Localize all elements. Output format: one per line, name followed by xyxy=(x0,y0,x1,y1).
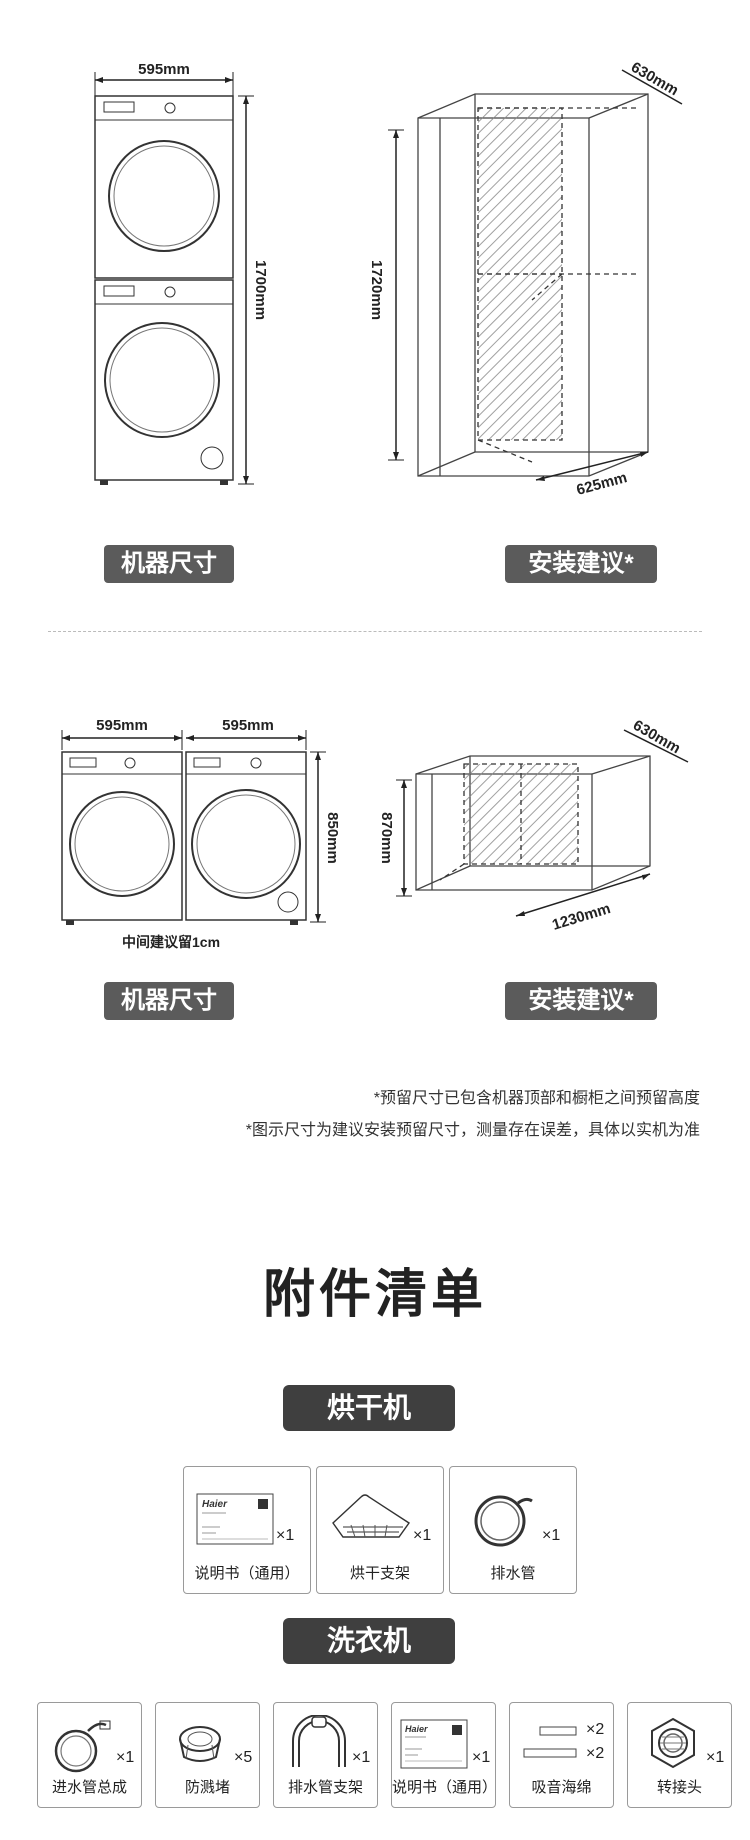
washer-section-label: 洗衣机 xyxy=(283,1618,455,1664)
washer-qty-1: ×1 xyxy=(116,1749,135,1766)
side-by-side-diagram: 595mm 595mm 850mm 中间建议留1cm 8 xyxy=(61,717,689,950)
washer-qty-4: ×1 xyxy=(472,1749,491,1766)
adapter-icon xyxy=(651,1717,695,1769)
washer-label-5: 吸音海绵 xyxy=(531,1779,592,1796)
washer-qty-5a: ×2 xyxy=(586,1721,605,1738)
top-height-label: 1700mm xyxy=(252,260,269,320)
dryer-item-drain: ×1 排水管 xyxy=(449,1466,577,1594)
drain-hose-icon xyxy=(474,1495,533,1547)
splash-plug-icon xyxy=(179,1726,221,1762)
dryer-qty-1: ×1 xyxy=(276,1527,295,1544)
install-advice-pill-2: 安装建议* xyxy=(505,982,657,1020)
washer-item-bracket: ×1 排水管支架 xyxy=(273,1702,378,1808)
dryer-qty-2: ×1 xyxy=(413,1527,432,1544)
inlet-hose-icon xyxy=(54,1720,111,1773)
manual-icon: Haier xyxy=(400,1719,468,1769)
low-cabinet-height-label: 870mm xyxy=(378,812,395,864)
washer-label-4: 说明书（通用） xyxy=(392,1779,498,1796)
cabinet-width-label: 625mm xyxy=(575,469,629,499)
manual-brand: Haier xyxy=(202,1499,228,1510)
washer-label-2: 防溅堵 xyxy=(184,1779,230,1796)
note-1: *预留尺寸已包含机器顶部和橱柜之间预留高度 xyxy=(373,1090,700,1107)
width-right-label: 595mm xyxy=(222,717,274,734)
cabinet-height-label: 1720mm xyxy=(368,260,385,320)
gap-note: 中间建议留1cm xyxy=(122,934,220,950)
top-width-label: 595mm xyxy=(138,61,190,78)
washer-label-6: 转接头 xyxy=(656,1779,702,1796)
washer-qty-3: ×1 xyxy=(352,1749,371,1766)
dryer-item-rack: ×1 烘干支架 xyxy=(316,1466,444,1594)
washer-qty-2: ×5 xyxy=(234,1749,253,1766)
machine-size-pill-2: 机器尺寸 xyxy=(104,982,234,1020)
drying-rack-icon xyxy=(332,1494,410,1538)
machine-size-pill: 机器尺寸 xyxy=(104,545,234,583)
bottom-height-label: 850mm xyxy=(324,812,341,864)
washer-item-sponge: ×2 ×2 吸音海绵 xyxy=(509,1702,614,1808)
dryer-label-2: 烘干支架 xyxy=(349,1565,410,1582)
stacked-machine-diagram: 595mm 1700mm xyxy=(94,59,683,499)
washer-qty-6: ×1 xyxy=(706,1749,725,1766)
note-2: *图示尺寸为建议安装预留尺寸，测量存在误差，具体以实机为准 xyxy=(245,1122,700,1139)
manual-brand-2: Haier xyxy=(405,1724,428,1734)
width-left-label: 595mm xyxy=(96,717,148,734)
washer-item-manual: Haier ×1 说明书（通用） xyxy=(391,1702,498,1808)
manual-icon: Haier xyxy=(196,1493,274,1545)
dryer-label-1: 说明书（通用） xyxy=(194,1565,300,1582)
dryer-qty-3: ×1 xyxy=(542,1527,561,1544)
cabinet-depth-label: 630mm xyxy=(628,59,681,100)
drain-bracket-icon xyxy=(292,1715,346,1767)
washer-item-adapter: ×1 转接头 xyxy=(627,1702,732,1808)
low-cabinet-width-label: 1230mm xyxy=(550,900,612,934)
dryer-section-label: 烘干机 xyxy=(283,1385,455,1431)
dryer-label-3: 排水管 xyxy=(490,1565,536,1582)
washer-label-1: 进水管总成 xyxy=(51,1779,127,1796)
washer-item-inlet: ×1 进水管总成 xyxy=(37,1702,142,1808)
install-advice-pill: 安装建议* xyxy=(505,545,657,583)
washer-label-3: 排水管支架 xyxy=(287,1779,363,1796)
sponge-icon xyxy=(523,1726,577,1758)
dryer-item-manual: Haier ×1 说明书（通用） xyxy=(183,1466,311,1594)
washer-qty-5b: ×2 xyxy=(586,1745,605,1762)
section-divider xyxy=(48,631,702,632)
washer-item-plug: ×5 防溅堵 xyxy=(155,1702,260,1808)
accessories-title: 附件清单 xyxy=(262,1266,487,1324)
